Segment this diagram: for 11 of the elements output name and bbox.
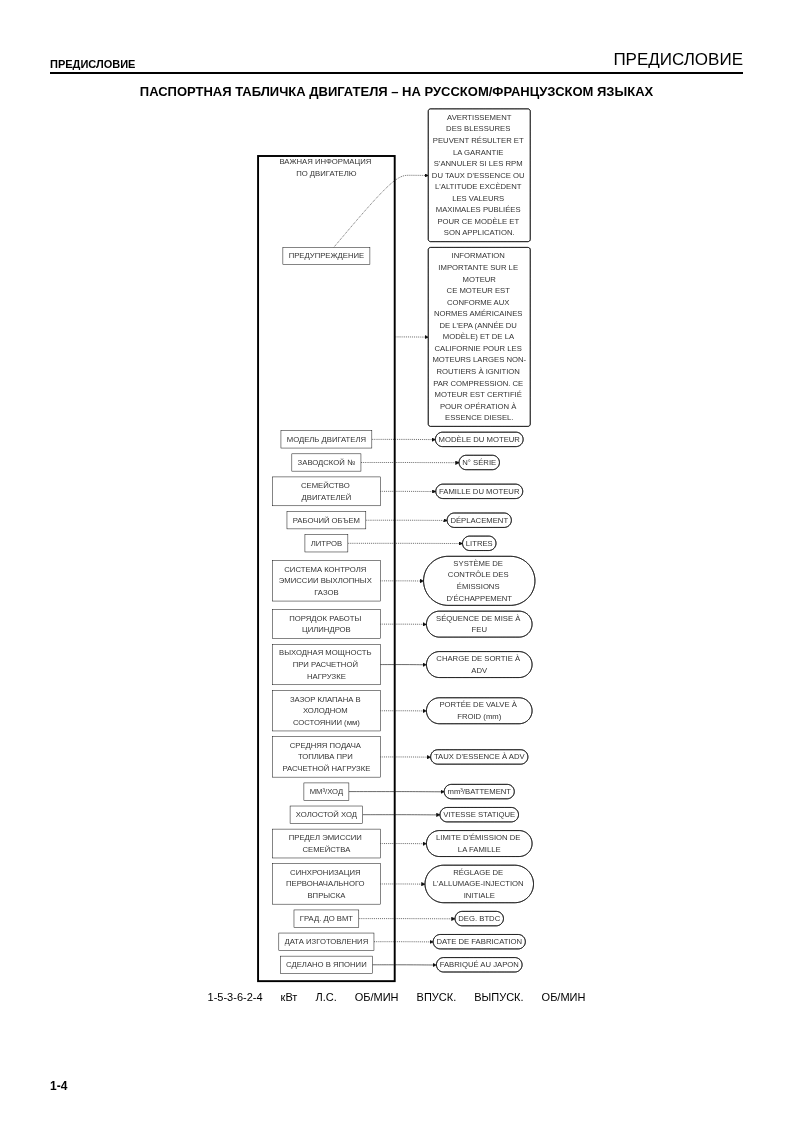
unit-label: ВПУСК. [416, 991, 457, 1003]
unit-label: кВт [280, 991, 298, 1003]
page-number: 1-4 [50, 1079, 68, 1093]
unit-label: Л.С. [315, 991, 337, 1003]
header-text: ПРЕДИСЛОВИЕ [613, 50, 743, 70]
unit-label: ОБ/МИН [354, 991, 399, 1003]
unit-label: ВЫПУСК. [474, 991, 524, 1003]
header-text: ПРЕДИСЛОВИЕ [50, 58, 136, 70]
unit-label: ОБ/МИН [541, 991, 586, 1003]
diagram-title: ПАСПОРТНАЯ ТАБЛИЧКА ДВИГАТЕЛЯ – НА РУССКОМ/ФРАНЦУЗСКОМ ЯЗЫКАХ [138, 84, 655, 99]
unit-label: 1-5-3-6-2-4 [207, 991, 263, 1003]
